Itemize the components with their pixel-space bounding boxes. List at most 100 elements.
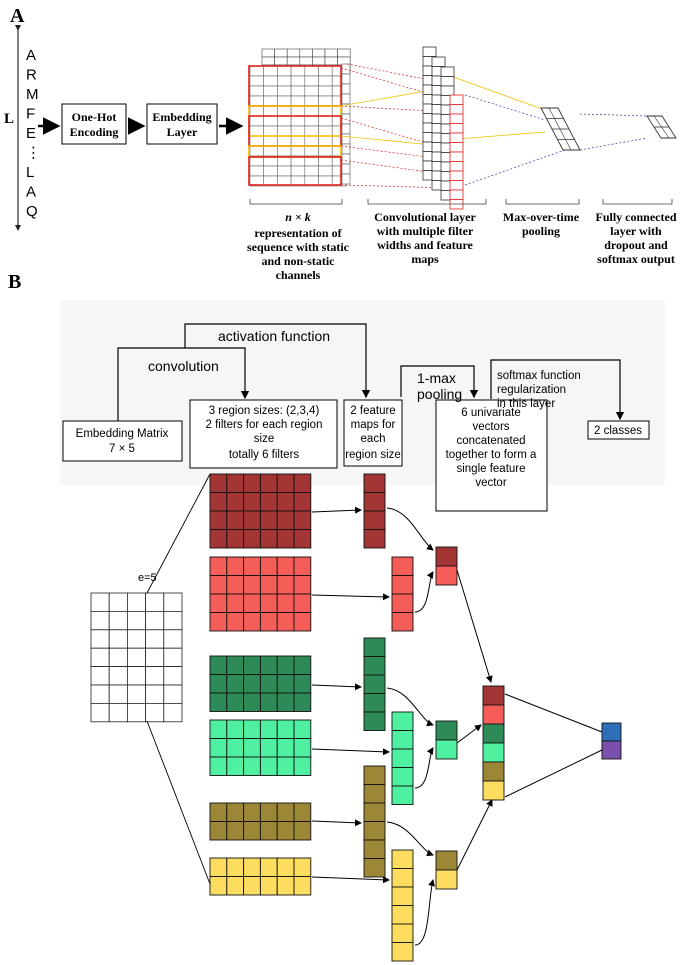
- filter-red-cell: [226, 612, 245, 632]
- featmap-light-green-cell: [391, 785, 414, 805]
- filter-light-green-cell: [259, 756, 278, 776]
- filter-olive-cell: [276, 802, 295, 822]
- connector-red: [340, 67, 451, 101]
- caption-conv-line-4: maps: [411, 252, 439, 266]
- embedding-layer-box: [146, 103, 218, 145]
- filter-red-cell: [259, 593, 278, 613]
- region-line-3: size: [254, 433, 274, 445]
- matrix-front-cell-grid-cell: [277, 135, 292, 147]
- featmap-olive-cell: [363, 839, 386, 859]
- filter-dark-green-cell: [276, 655, 295, 675]
- embedding-layer-line-2: Layer: [167, 125, 198, 139]
- pooled-light-green: [435, 739, 458, 760]
- embedding-matrix-box: [62, 420, 183, 462]
- region-line-2: 2 filters for each region: [206, 419, 323, 431]
- featmap-light-green-cell: [391, 711, 414, 731]
- pooled-vectors: [435, 546, 458, 890]
- filter-dark-red: [209, 473, 312, 549]
- filter-light-green-cell: [276, 738, 295, 758]
- caption-rep-line-3: and non-static: [261, 254, 335, 268]
- embedding-grid-cells-cell: [108, 592, 128, 612]
- filter-yellow-cell: [209, 857, 228, 877]
- embedding-grid-cells-cell: [163, 703, 183, 723]
- matrix-front-cell-grid-cell: [263, 105, 278, 117]
- e-label: e=5: [138, 572, 157, 584]
- pooled-dark-red: [435, 546, 458, 567]
- softmax-line-1: softmax function: [497, 370, 581, 382]
- filter-dark-green-cell: [293, 655, 312, 675]
- matrix-back-cell-grid-cell: [286, 56, 301, 66]
- conv-feature-maps: [422, 46, 464, 210]
- matrix-back-cell-grid-cell: [312, 56, 326, 66]
- feature-maps-box: [343, 399, 403, 467]
- filter-dark-red-cell: [276, 473, 295, 493]
- concat-cell: [482, 685, 505, 706]
- conv-map-cell: [449, 189, 464, 200]
- embedding-grid-cells-cell: [163, 647, 183, 668]
- featmap-dark-green-cell: [363, 711, 386, 731]
- matrix-front-cell-grid-cell: [263, 145, 278, 157]
- embedding-grid-cells-cell: [145, 666, 165, 686]
- filter-red-cell: [276, 593, 295, 613]
- caption-fc: Fully connected layer with dropout and s…: [596, 210, 677, 266]
- filter-red-cell: [293, 593, 312, 613]
- featmap-yellow-cell: [391, 923, 414, 943]
- output-classes-vector: [601, 722, 622, 760]
- filter-dark-green: [209, 655, 312, 712]
- region-line-1: 3 region sizes: (2,3,4): [209, 405, 320, 417]
- featmap-red-cell: [391, 575, 414, 595]
- filter-light-green-cell: [259, 719, 278, 739]
- concatenated-vector: [482, 685, 505, 801]
- filter-red-cell: [293, 575, 312, 595]
- conv-map-cell: [440, 85, 455, 96]
- sequence-letter: ⋮: [26, 145, 41, 162]
- matrix-front-cell-grid-cell: [318, 95, 333, 107]
- arrow-map-to-pool: [414, 879, 435, 946]
- featmap-light-green-cell: [391, 730, 414, 750]
- featmap-dark-green: [363, 637, 386, 731]
- matrix-back-side-cell: [341, 123, 351, 135]
- conv-map-cell: [440, 66, 455, 77]
- featmap-yellow-cell: [391, 886, 414, 906]
- caption-conv-line-2: with multiple filter: [377, 224, 474, 238]
- matrix-front-cell-grid-cell: [290, 115, 306, 127]
- filter-red-cell: [243, 556, 261, 576]
- filter-olive-cell: [226, 802, 245, 822]
- univariate-line-5: single feature: [456, 463, 525, 475]
- featmap-olive-cell: [363, 858, 386, 878]
- matrix-front-cell-grid-cell: [263, 115, 278, 127]
- filter-dark-red-cell: [243, 473, 261, 493]
- matrix-back-cell-grid-cell: [274, 56, 288, 66]
- filter-red-cell: [226, 556, 245, 576]
- filter-dark-green-cell: [209, 674, 228, 694]
- filter-red-cell: [209, 556, 228, 576]
- matrix-front-cell-grid-cell: [304, 135, 319, 147]
- embedding-grid-cells-cell: [145, 647, 165, 668]
- featmap-yellow-cell: [391, 849, 414, 869]
- univariate-line-6: vector: [475, 477, 506, 489]
- filter-light-green-cell: [209, 756, 228, 776]
- caption-bracket: [249, 199, 343, 205]
- filter-red-cell: [209, 575, 228, 595]
- matrix-front-cell-grid-cell: [304, 125, 319, 137]
- filter-olive-cell: [243, 802, 261, 822]
- filter-yellow-cell: [243, 857, 261, 877]
- caption-pool: Max-over-time pooling: [503, 210, 580, 238]
- caption-rep-line-4: channels: [276, 268, 321, 282]
- filter-yellow-cell: [276, 876, 295, 896]
- filter-yellow-cell: [259, 857, 278, 877]
- filter-red-cell: [293, 612, 312, 632]
- filter-light-green-cell: [243, 719, 261, 739]
- filter-light-green-cell: [209, 738, 228, 758]
- sequence-length-label: L: [4, 111, 14, 127]
- conv-map-cell: [449, 180, 464, 191]
- feature-maps-line-3: each: [361, 433, 386, 445]
- featmap-light-green-cell: [391, 748, 414, 768]
- featmap-light-green: [391, 711, 414, 805]
- filter-yellow-cell: [259, 876, 278, 896]
- filter-red-cell: [209, 612, 228, 632]
- matrix-front-cell-grid-cell: [263, 85, 278, 97]
- embedding-matrix-line-1: Embedding Matrix: [76, 428, 169, 440]
- filter-light-green-cell: [226, 756, 245, 776]
- arrow-filter-to-map: [311, 819, 362, 827]
